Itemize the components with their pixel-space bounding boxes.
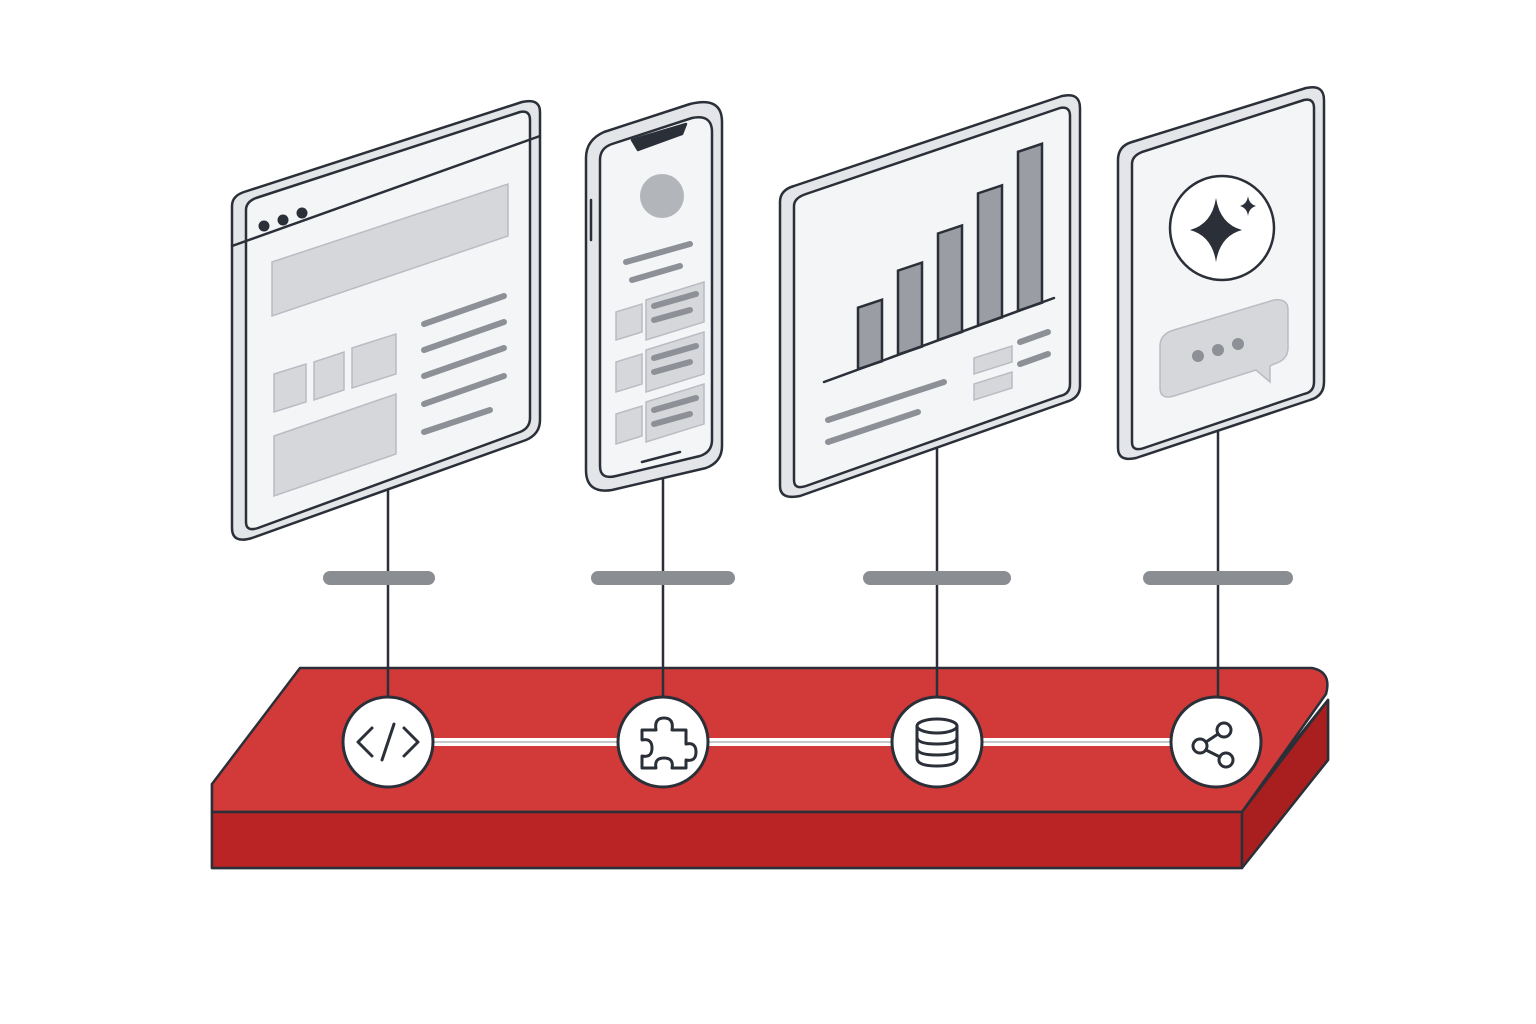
database-icon [915,717,959,768]
puzzle-icon [640,716,698,770]
mobile-phone [584,100,724,492]
plugin-node [616,695,710,789]
phone-icon [640,174,684,218]
assistant-card [1116,86,1326,461]
chart-bar [856,297,884,371]
share-icon [1191,721,1235,769]
database-node [890,695,984,789]
platform-base [210,666,1330,870]
platform-side-face [1240,698,1330,870]
hero-placeholder [271,182,509,318]
sparkle-chat-icon [1159,174,1289,398]
code-icon [356,722,420,762]
window-icon [258,207,308,232]
chart-bar [976,183,1004,328]
code-node [341,695,435,789]
connectors [323,430,1293,700]
chart-bar [1016,142,1044,313]
browser-window [230,99,542,541]
share-node [1169,695,1263,789]
analytics-chart [778,94,1082,499]
chart-bar [896,260,924,357]
platform-front-strip [210,810,1244,870]
chart-bar [936,223,964,342]
phone-notch [630,122,688,152]
